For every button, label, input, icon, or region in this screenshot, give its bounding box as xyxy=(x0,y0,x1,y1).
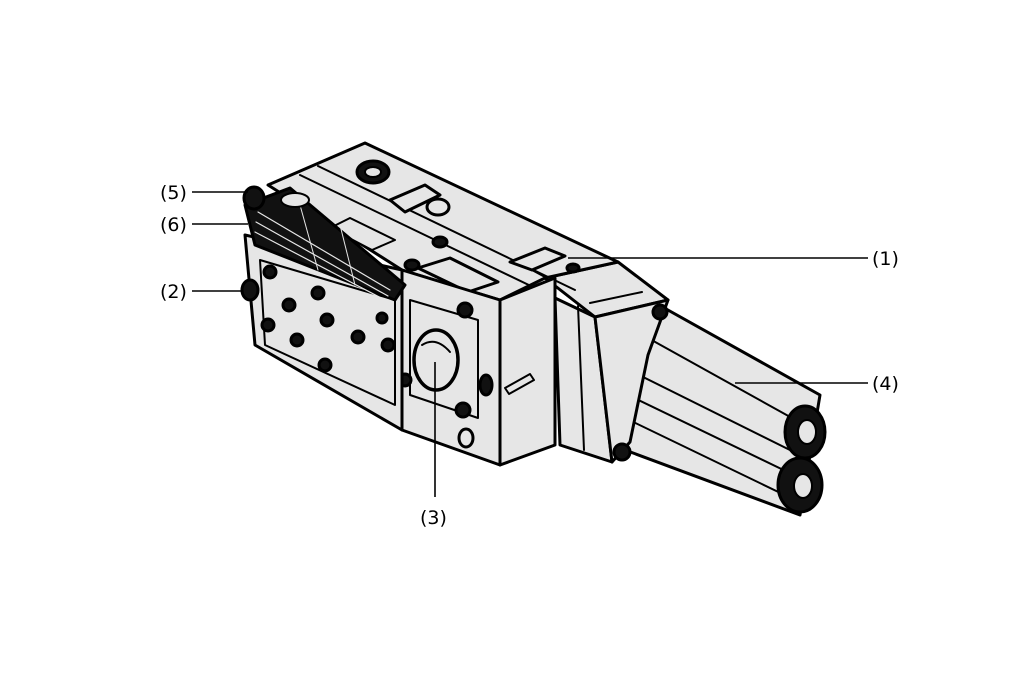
callout-6: (6) xyxy=(160,214,187,236)
callout-5: (5) xyxy=(160,182,187,204)
callout-1: (1) xyxy=(872,248,899,270)
ribbed-cable-cover xyxy=(243,186,407,302)
callout-2: (2) xyxy=(160,281,187,303)
callout-4: (4) xyxy=(872,373,899,395)
callout-3: (3) xyxy=(420,507,447,529)
leader-lines xyxy=(192,191,868,497)
cylinder-flange xyxy=(543,260,670,464)
end-fitting xyxy=(240,185,266,302)
cylinder-end-cap xyxy=(776,404,827,514)
rotary-port xyxy=(412,328,460,392)
slider-carriage xyxy=(508,246,581,278)
